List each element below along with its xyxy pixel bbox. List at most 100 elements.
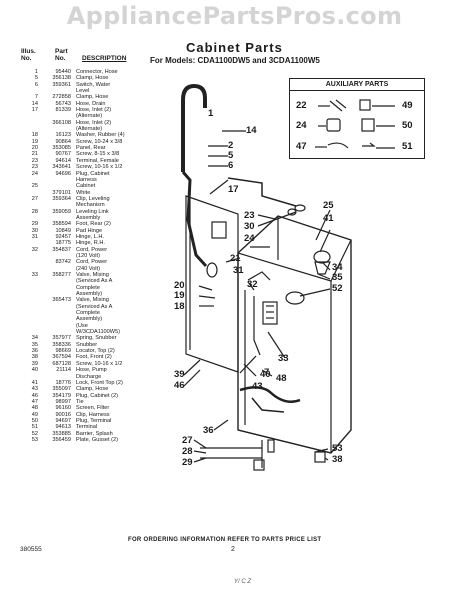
- part-description: Screw, 8-15 x 3/8: [76, 151, 120, 158]
- illus-number: 28: [31, 208, 38, 215]
- illus-number: 46: [31, 392, 38, 399]
- illus-number: 53: [31, 436, 38, 443]
- illus-number: 25: [31, 183, 38, 190]
- part-number: 379101: [52, 189, 71, 196]
- part-number: 92457: [55, 233, 71, 240]
- part-number: 90767: [55, 151, 71, 158]
- part-description: W/3CDA1100W5): [76, 329, 121, 336]
- part-number: 98669: [55, 348, 71, 355]
- callout-48: 48: [276, 373, 287, 384]
- part-description: Pad Hinge: [76, 227, 103, 234]
- callout-41: 41: [323, 213, 334, 224]
- illus-number: 18: [31, 132, 38, 139]
- aux-callout-49: 49: [402, 100, 413, 111]
- parts-row: Complete: [22, 310, 170, 316]
- callout-46: 46: [174, 380, 185, 391]
- parts-row: 365473 Valve, Mixing: [22, 297, 170, 303]
- illus-number: 21: [31, 151, 38, 158]
- part-description: Mechanism: [76, 202, 105, 209]
- part-number: 21114: [56, 367, 71, 374]
- parts-row: (Alternate): [22, 126, 170, 132]
- part-number: 56743: [55, 100, 71, 107]
- parts-row: (120 Volt): [22, 253, 170, 259]
- parts-row: Level: [22, 88, 170, 94]
- part-number: 353085: [52, 145, 71, 152]
- part-description: Locator, Top (2): [76, 348, 115, 355]
- illus-number: 23: [31, 157, 38, 164]
- part-description: Switch, Water: [76, 81, 111, 88]
- illus-number: 39: [31, 360, 38, 367]
- part-description: Foot, Front (2): [76, 354, 112, 361]
- parts-row: (Serviced As A: [22, 278, 170, 284]
- part-description: Discharge: [76, 373, 102, 380]
- part-description: Terminal: [76, 424, 98, 431]
- part-description: Panel, Rear: [76, 145, 106, 152]
- part-number: 359059: [52, 208, 71, 215]
- part-description: Hose, Inlet (2): [76, 107, 112, 114]
- models-subtitle: For Models: CDA1100DW5 and 3CDA1100W5: [150, 56, 320, 65]
- parts-row: Assembly: [22, 215, 170, 221]
- callout-5: 5: [228, 150, 234, 161]
- part-description: Assembly: [76, 214, 101, 221]
- illus-number: 17: [31, 107, 38, 114]
- part-description: Spring, Snubber: [76, 335, 117, 342]
- illus-number: 43: [31, 386, 38, 393]
- part-description: Valve, Mixing: [76, 297, 109, 304]
- part-number: 358336: [52, 341, 71, 348]
- part-description: Connector, Hose: [76, 69, 118, 75]
- part-description: Clamp, Hose: [76, 386, 109, 393]
- parts-row: Mechanism: [22, 202, 170, 208]
- part-description: Plug, Cabinet: [76, 170, 110, 177]
- part-description: Hinge, L.H.: [76, 233, 104, 240]
- part-number: 365473: [52, 297, 71, 304]
- part-description: Screen, Filter: [76, 405, 110, 412]
- illus-number: 36: [31, 348, 38, 355]
- part-number: 10849: [55, 227, 71, 234]
- aux-callout-50: 50: [402, 120, 413, 131]
- auxiliary-parts-title: AUXILIARY PARTS: [325, 81, 389, 88]
- illus-number: 33: [31, 272, 38, 278]
- part-description: (Use: [76, 322, 88, 329]
- part-description: Clamp, Hose: [76, 94, 109, 101]
- part-number: 81339: [55, 107, 71, 114]
- part-description: (Serviced As A: [76, 278, 113, 285]
- part-description: Washer, Rubber (4): [76, 132, 125, 139]
- page-title: Cabinet Parts: [186, 40, 283, 55]
- parts-row: 43 355097 Clamp, Hose: [22, 386, 170, 392]
- part-description: Clamp, Hose: [76, 75, 109, 82]
- part-number: 358277: [52, 272, 71, 278]
- illus-number: 29: [31, 221, 38, 228]
- callout-21: 21: [230, 253, 241, 264]
- part-number: 94697: [55, 417, 71, 424]
- part-description: (Alternate): [76, 113, 103, 120]
- callout-23-a: 23: [244, 210, 255, 221]
- part-description: Snubber: [76, 341, 98, 348]
- parts-row: Assembly): [22, 291, 170, 297]
- part-number: 366108: [52, 119, 71, 126]
- illus-number: 51: [31, 424, 38, 431]
- part-number: 355097: [52, 386, 71, 393]
- illus-number: 31: [31, 233, 38, 240]
- part-number: 90864: [55, 138, 71, 145]
- illus-number: 34: [31, 335, 38, 342]
- part-description: (Serviced As A: [76, 303, 113, 310]
- part-number: 18776: [55, 379, 71, 386]
- illus-header-line2: No.: [21, 55, 32, 62]
- document-code: 380555: [20, 546, 42, 553]
- parts-row: 21 90767 Screw, 8-15 x 3/8: [22, 151, 170, 157]
- callout-19: 19: [174, 290, 185, 301]
- illus-number: 47: [31, 398, 38, 405]
